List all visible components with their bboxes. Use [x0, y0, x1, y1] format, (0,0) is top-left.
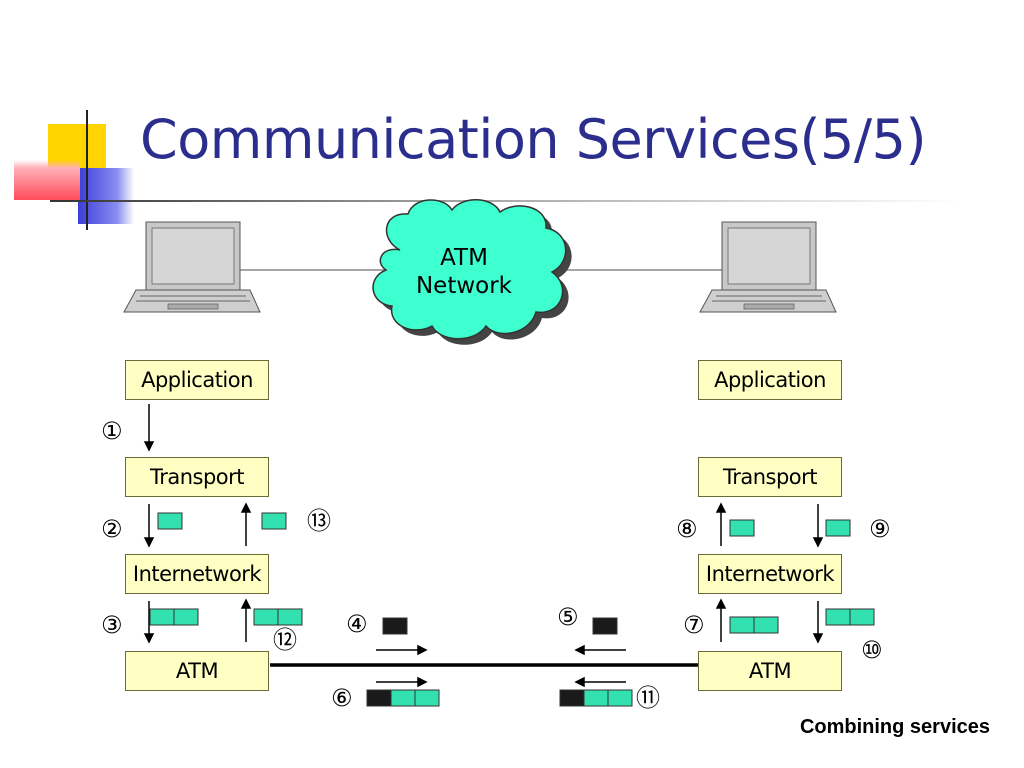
header-step4	[382, 617, 408, 635]
slide-title: Communication Services(5/5)	[140, 108, 927, 171]
left-atm-layer: ATM	[125, 651, 269, 691]
right-internetwork-layer: Internetwork	[698, 554, 842, 594]
left-transport-layer: Transport	[125, 457, 269, 497]
right-atm-layer: ATM	[698, 651, 842, 691]
right-transport-layer: Transport	[698, 457, 842, 497]
step-10: ⑩	[861, 636, 883, 664]
frame-step11	[559, 689, 585, 707]
atm-network-cloud-icon	[372, 199, 572, 345]
step-2: ②	[101, 515, 123, 543]
step-3: ③	[101, 611, 123, 639]
header-step12	[253, 608, 279, 626]
left-laptop-icon	[123, 221, 261, 313]
header-step3	[149, 608, 175, 626]
right-laptop-icon	[699, 221, 837, 313]
header-step7	[729, 616, 755, 634]
step-11: ⑪	[636, 684, 660, 712]
step-13: ⑬	[307, 507, 331, 535]
cell-step8	[729, 519, 755, 537]
header-step10	[825, 608, 851, 626]
step-1: ①	[101, 417, 123, 445]
step-9: ⑨	[869, 515, 891, 543]
step-5: ⑤	[557, 603, 579, 631]
right-application-layer: Application	[698, 360, 842, 400]
cell-step9	[825, 519, 851, 537]
step-4: ④	[346, 610, 368, 638]
network-label-line1: ATM	[440, 245, 488, 271]
cell-step13	[261, 512, 287, 530]
left-application-layer: Application	[125, 360, 269, 400]
network-label: ATM Network	[404, 244, 524, 300]
cell-step2	[157, 512, 183, 530]
step-7: ⑦	[683, 611, 705, 639]
left-internetwork-layer: Internetwork	[125, 554, 269, 594]
slide-caption: Combining services	[799, 716, 990, 738]
network-label-line2: Network	[415, 273, 513, 299]
header-step5	[592, 617, 618, 635]
step-8: ⑧	[676, 515, 698, 543]
step-12: ⑫	[273, 626, 297, 654]
step-6: ⑥	[331, 684, 353, 712]
frame-step6	[366, 689, 392, 707]
